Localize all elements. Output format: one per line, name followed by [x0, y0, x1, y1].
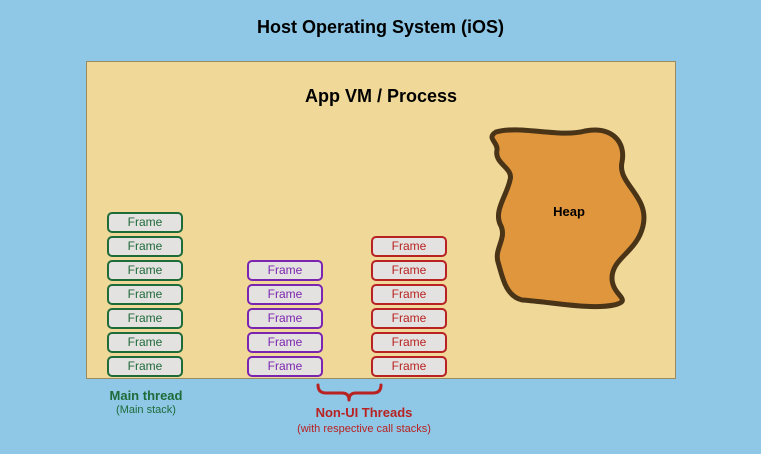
red-thread-frame: Frame [371, 260, 447, 281]
red-thread-frame: Frame [371, 332, 447, 353]
red-thread-frame: Frame [371, 236, 447, 257]
red-thread-frame: Frame [371, 284, 447, 305]
main-thread-frame: Frame [107, 308, 183, 329]
os-title: Host Operating System (iOS) [256, 17, 505, 37]
main-thread-subtitle: (Main stack) [116, 404, 176, 416]
heap-label: Heap [553, 204, 585, 219]
main-thread-frame: Frame [107, 332, 183, 353]
main-thread-frame: Frame [107, 260, 183, 281]
red-thread-frame: Frame [371, 308, 447, 329]
purple-thread-frame: Frame [247, 260, 323, 281]
non-ui-threads-title: Non-UI Threads [315, 405, 413, 420]
main-thread-title: Main thread [109, 388, 183, 403]
red-thread-frame: Frame [371, 356, 447, 377]
main-thread-frame: Frame [107, 356, 183, 377]
main-thread-frame: Frame [107, 284, 183, 305]
process-title: App VM / Process [304, 86, 458, 106]
purple-thread-frame: Frame [247, 308, 323, 329]
purple-thread-frame: Frame [247, 356, 323, 377]
main-thread-frame: Frame [107, 236, 183, 257]
main-thread-frame: Frame [107, 212, 183, 233]
purple-thread-frame: Frame [247, 284, 323, 305]
non-ui-threads-subtitle: (with respective call stacks) [297, 423, 431, 435]
purple-thread-frame: Frame [247, 332, 323, 353]
